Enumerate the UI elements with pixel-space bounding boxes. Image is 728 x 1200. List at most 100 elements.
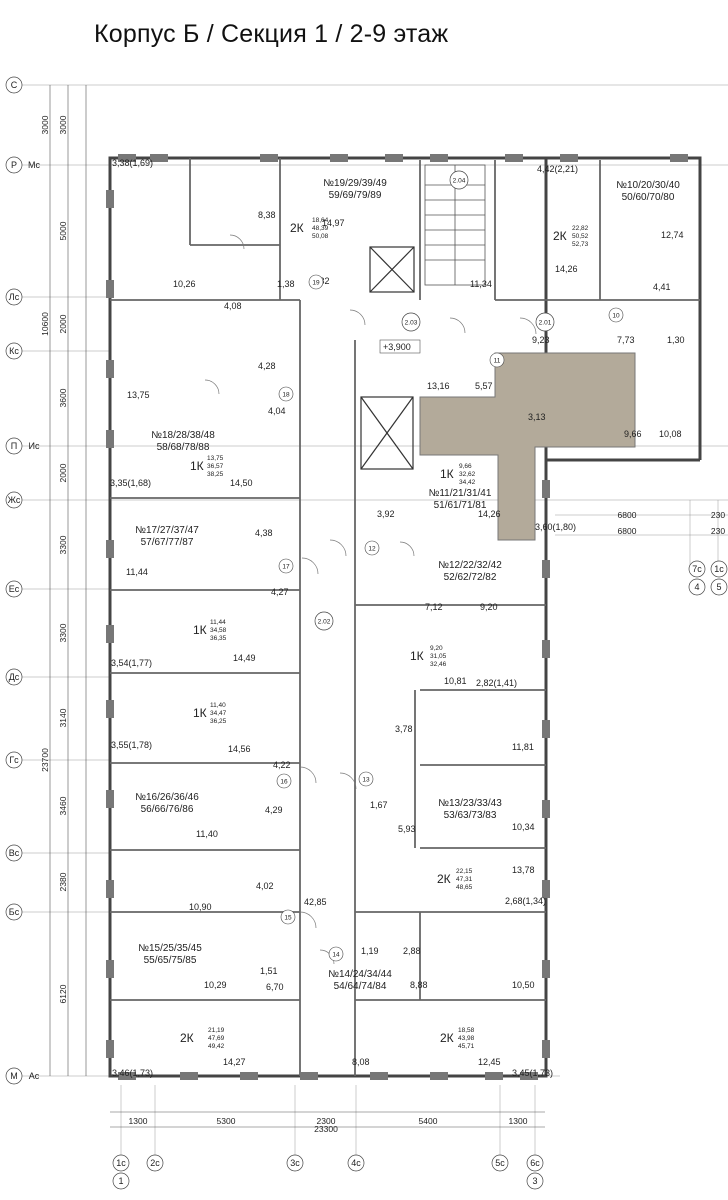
window-mark: [106, 700, 114, 718]
total-area: 31,05: [430, 653, 447, 660]
window-mark: [150, 154, 168, 162]
stair-id: 2.02: [318, 619, 331, 626]
window-mark: [330, 154, 348, 162]
living-area: 18,58: [458, 1027, 475, 1034]
room-area: 1,51: [260, 966, 278, 976]
room-area: 4,42(2,21): [537, 164, 578, 174]
room-area: 14,26: [555, 264, 578, 274]
apartment-number: №14/24/34/44: [328, 969, 392, 980]
dimension-value: 3600: [58, 388, 68, 407]
dimension-value: 5300: [217, 1116, 236, 1126]
corridor-area: 42,85: [304, 897, 327, 907]
axis-circle: [347, 1154, 365, 1172]
dimension-value: 1300: [509, 1116, 528, 1126]
living-area: 21,19: [208, 1027, 225, 1034]
total-area: 47,31: [456, 876, 473, 883]
room-area: 10,81: [444, 676, 467, 686]
room-area: 14,50: [230, 478, 253, 488]
dimension-lines: [49, 85, 545, 1128]
living-area: 9,20: [430, 645, 443, 652]
window-mark: [260, 154, 278, 162]
dimension-value: 3460: [58, 796, 68, 815]
total-area-with-balcony: 45,71: [458, 1043, 475, 1050]
window-mark: [542, 560, 550, 578]
axis-circle: [112, 1154, 130, 1172]
apartment-number: №18/28/38/48: [151, 430, 215, 441]
room-area: 4,04: [268, 406, 286, 416]
total-area-with-balcony: 32,46: [430, 661, 447, 668]
axis-label: Ес: [9, 584, 20, 594]
room-area: 5,57: [475, 381, 493, 391]
level-text: +3,900: [383, 342, 411, 352]
apartment-number-range: 59/69/79/89: [329, 190, 382, 201]
room-area: 10,29: [204, 980, 227, 990]
axis-label-secondary: Ис: [29, 441, 40, 451]
window-mark: [542, 880, 550, 898]
total-area-with-balcony: 50,08: [312, 233, 329, 240]
room-area: 13,16: [427, 381, 450, 391]
apartment-number: №19/29/39/49: [323, 178, 387, 189]
window-mark: [106, 960, 114, 978]
dimension-value: 3300: [58, 623, 68, 642]
entry-id-circle: [280, 909, 296, 925]
highlighted-apartment: [419, 352, 636, 541]
apartment-number-range: 55/65/75/85: [144, 955, 197, 966]
window-mark: [542, 800, 550, 818]
window-mark: [505, 154, 523, 162]
room-area: 7,12: [425, 602, 443, 612]
room-area: 13,75: [127, 390, 150, 400]
room-area: 14,27: [223, 1057, 246, 1067]
axis-circle: [5, 751, 23, 769]
axis-circle: [5, 580, 23, 598]
axis-label: Лс: [9, 292, 20, 302]
dimension-value: 2380: [58, 872, 68, 891]
room-area: 1,30: [667, 335, 685, 345]
dimension-total: 23300: [314, 1124, 338, 1134]
room-area: 5,93: [398, 824, 416, 834]
apartment-number: №13/23/33/43: [438, 798, 502, 809]
apartment-number-range: 57/67/77/87: [141, 537, 194, 548]
stair-id-circle: [535, 312, 555, 332]
axis-label-secondary: 4: [694, 582, 699, 592]
elevators: [360, 246, 415, 470]
entry-id: 16: [280, 779, 288, 786]
apartment-type: 1К: [193, 623, 207, 637]
dimension-value: 3000: [58, 115, 68, 134]
entry-id-circle: [364, 540, 380, 556]
axis-label: Вс: [9, 848, 20, 858]
total-area-with-balcony: 49,42: [208, 1043, 225, 1050]
door-swings: [204, 234, 537, 965]
stair-id: 2.01: [539, 320, 552, 327]
apartment-number: №12/22/32/42: [438, 560, 502, 571]
entry-id: 15: [284, 915, 292, 922]
room-area: 2,82(1,41): [476, 678, 517, 688]
total-area: 34,47: [210, 710, 227, 717]
room-area: 1,67: [370, 800, 388, 810]
apartment-type: 2К: [180, 1031, 194, 1045]
window-mark: [106, 1040, 114, 1058]
living-area: 22,15: [456, 868, 473, 875]
room-area: 11,44: [126, 567, 148, 577]
room-area: 8,88: [410, 980, 428, 990]
total-area: 32,62: [459, 471, 476, 478]
stair-id-circle: [314, 611, 334, 631]
room-area: 3,45(1,73): [512, 1068, 553, 1078]
axis-circle: [5, 844, 23, 862]
room-area: 4,29: [265, 805, 283, 815]
total-area: 36,57: [207, 463, 224, 470]
window-mark: [560, 154, 578, 162]
apartment-number: №16/26/36/46: [135, 792, 199, 803]
apartment-number-range: 52/62/72/82: [444, 572, 497, 583]
room-area: 8,38: [258, 210, 276, 220]
axis-label: Кс: [9, 346, 19, 356]
apartment-number-range: 58/68/78/88: [157, 442, 210, 453]
living-area: 13,75: [207, 455, 224, 462]
axis-circle: [526, 1172, 544, 1190]
level-mark: +3,900: [379, 339, 421, 354]
axis-circle: [688, 560, 706, 578]
room-area: 1,38: [277, 279, 295, 289]
left-dimensions: 3000500020003600200033003300314034602380…: [40, 115, 68, 1003]
